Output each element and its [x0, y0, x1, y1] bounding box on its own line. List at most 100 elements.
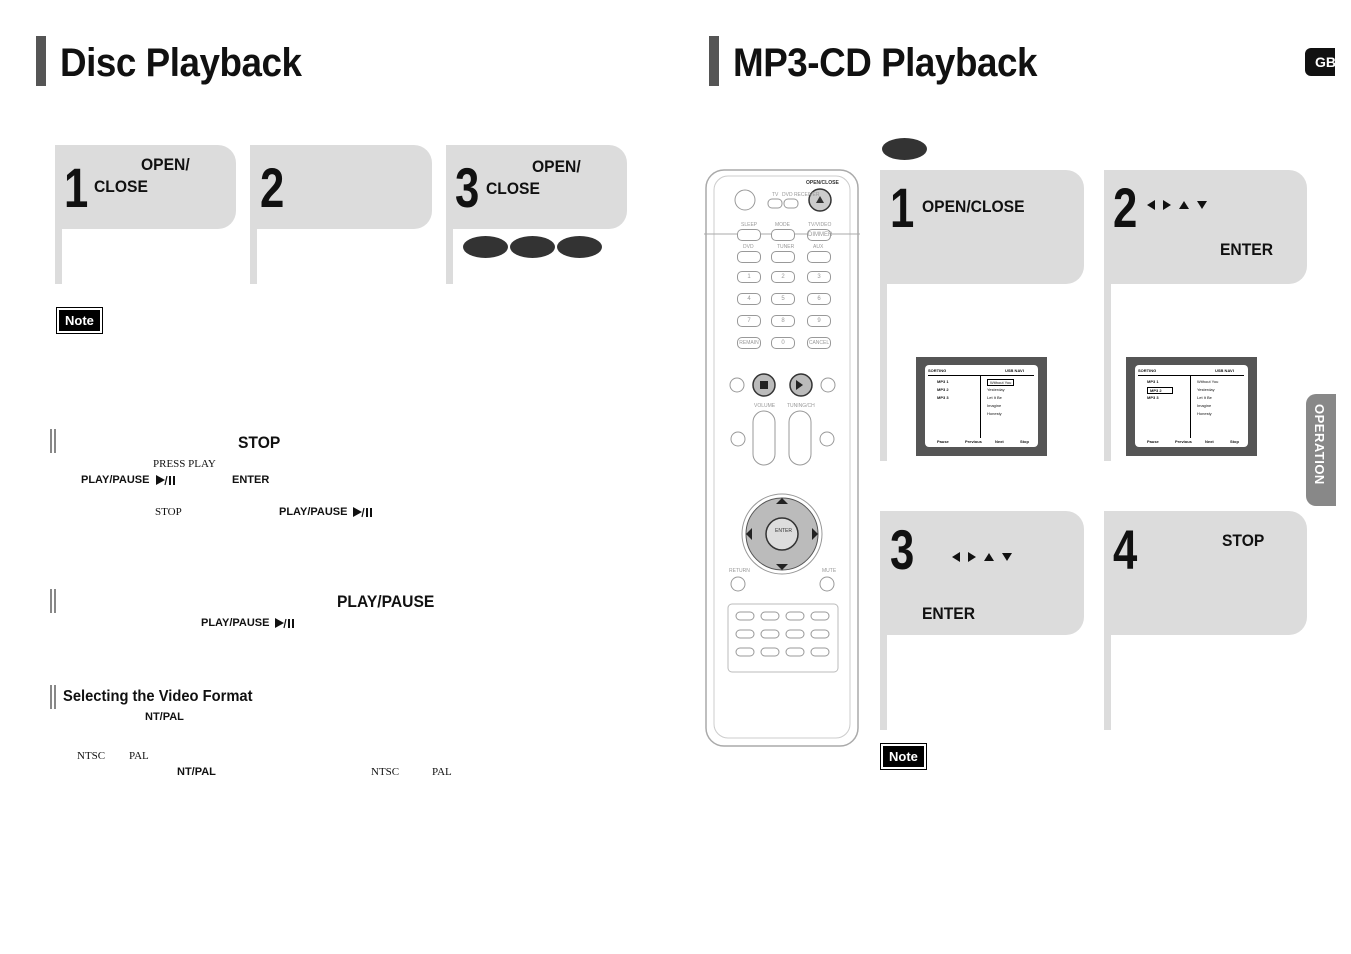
- play-pause-label: PLAY/PAUSE: [81, 474, 150, 486]
- step-3-open-label: OPEN/: [532, 157, 581, 176]
- mp3-step-2-arrows: [1147, 200, 1207, 210]
- mp3-screen-1: SORTING USB NAVI MP3 1 MP3 2 MP3 3 Witho…: [916, 357, 1047, 456]
- remote-function-button[interactable]: [810, 611, 830, 621]
- section-marker-pause: [50, 589, 56, 613]
- play-pause-heading: PLAY/PAUSE: [337, 592, 435, 611]
- mp3-step-1-open-close: OPEN/CLOSE: [922, 197, 1025, 216]
- remote-mute-label: MUTE: [822, 568, 837, 574]
- up-arrow-icon: [984, 553, 994, 561]
- mp3-screen-2: SORTING USB NAVI MP3 1 MP3 2 MP3 3 Witho…: [1126, 357, 1257, 456]
- disc-type-icon-3: [557, 236, 602, 258]
- stop-heading: STOP: [238, 433, 281, 452]
- remote-function-button[interactable]: [735, 611, 755, 621]
- pal-text: PAL: [129, 750, 149, 762]
- remote-function-button[interactable]: [735, 629, 755, 639]
- remote-sleep-button[interactable]: [737, 229, 761, 241]
- mp3-step-4-box: [1104, 511, 1307, 635]
- step-2-box: [250, 145, 432, 229]
- play-pause-icon: [353, 507, 372, 518]
- ntsc-text-2: NTSC: [371, 766, 400, 778]
- remote-dimmer-button[interactable]: DIMMER: [807, 229, 832, 241]
- remote-digit-4[interactable]: 4: [737, 293, 761, 305]
- remote-function-button[interactable]: [810, 647, 830, 657]
- remote-aux-button[interactable]: [807, 251, 831, 263]
- remote-digit-5[interactable]: 5: [771, 293, 795, 305]
- play-pause-icon: [156, 475, 175, 486]
- remote-control-illustration: [704, 169, 860, 747]
- remote-volume-label: VOLUME: [754, 403, 776, 409]
- remote-function-button[interactable]: [785, 611, 805, 621]
- remote-digit-6[interactable]: 6: [807, 293, 831, 305]
- language-tab: GB: [1305, 48, 1335, 76]
- remote-tuner-label: TUNER: [777, 244, 795, 250]
- up-arrow-icon: [1179, 201, 1189, 209]
- remote-tuner-button[interactable]: [771, 251, 795, 263]
- remote-cancel-button[interactable]: CANCEL: [807, 337, 831, 349]
- remote-remain-button[interactable]: REMAIN: [737, 337, 761, 349]
- mp3-disc-icon: [882, 138, 927, 160]
- video-format-heading: Selecting the Video Format: [63, 688, 253, 705]
- remote-function-button[interactable]: [810, 629, 830, 639]
- remote-function-button[interactable]: [785, 647, 805, 657]
- remote-sleep-label: SLEEP: [741, 222, 758, 228]
- remote-digit-1[interactable]: 1: [737, 271, 761, 283]
- remote-function-button[interactable]: [760, 611, 780, 621]
- section-marker-video-format: [50, 685, 56, 709]
- note-badge-left: Note: [56, 307, 103, 334]
- mp3-step-2-box: [1104, 170, 1307, 284]
- step-3-close-label: CLOSE: [486, 179, 540, 198]
- title-bar-left: [36, 36, 46, 86]
- mp3-step-2-stem: [1104, 284, 1111, 461]
- mp3-step-1-stem: [880, 284, 887, 461]
- remote-digit-8[interactable]: 8: [771, 315, 795, 327]
- step-2-number: 2: [260, 156, 285, 219]
- remote-mode-button[interactable]: [771, 229, 795, 241]
- remote-enter-label: ENTER: [775, 528, 792, 534]
- right-arrow-icon: [968, 552, 976, 562]
- disc-type-icon-1: [463, 236, 508, 258]
- pal-text-2: PAL: [432, 766, 452, 778]
- remote-open-close-label: OPEN/CLOSE: [806, 180, 839, 186]
- remote-dvd-button[interactable]: [737, 251, 761, 263]
- remote-tuning-label: TUNING/CH: [787, 403, 815, 409]
- mp3-step-3-enter: ENTER: [922, 604, 976, 623]
- title-bar-right: [709, 36, 719, 86]
- remote-function-button[interactable]: [760, 647, 780, 657]
- mp3-step-1-number: 1: [890, 176, 915, 239]
- right-arrow-icon: [1163, 200, 1171, 210]
- mp3-step-1-box: [880, 170, 1084, 284]
- remote-function-button[interactable]: [760, 629, 780, 639]
- remote-digit-9[interactable]: 9: [807, 315, 831, 327]
- section-marker-stop: [50, 429, 56, 453]
- step-1-close-label: CLOSE: [94, 177, 148, 196]
- mp3-step-4-number: 4: [1113, 518, 1138, 581]
- page-title-mp3-playback: MP3-CD Playback: [733, 41, 1037, 85]
- remote-aux-label: AUX: [813, 244, 824, 250]
- remote-tv-video-label: TV/VIDEO: [808, 222, 832, 228]
- mp3-step-3-stem: [880, 635, 887, 730]
- enter-label: ENTER: [232, 474, 270, 486]
- remote-function-button[interactable]: [735, 647, 755, 657]
- remote-digit-3[interactable]: 3: [807, 271, 831, 283]
- mp3-step-4-stem: [1104, 635, 1111, 730]
- mp3-step-3-number: 3: [890, 518, 915, 581]
- page-title-disc-playback: Disc Playback: [60, 41, 302, 85]
- step-3-stem: [446, 229, 453, 284]
- step-1-stem: [55, 229, 62, 284]
- step-1-box: [55, 145, 236, 229]
- remote-digit-2[interactable]: 2: [771, 271, 795, 283]
- left-arrow-icon: [952, 552, 960, 562]
- remote-dvd-receiver-label: DVD RECEIVER: [782, 192, 820, 198]
- remote-digit-7[interactable]: 7: [737, 315, 761, 327]
- remote-dvd-label: DVD: [743, 244, 754, 250]
- ntpal-label: NT/PAL: [145, 711, 184, 723]
- disc-type-icon-2: [510, 236, 555, 258]
- mp3-step-3-arrows: [952, 552, 1012, 562]
- play-pause-icon: [275, 618, 294, 629]
- remote-digit-0[interactable]: 0: [771, 337, 795, 349]
- mp3-step-4-stop: STOP: [1222, 531, 1265, 550]
- note-badge-right: Note: [880, 743, 927, 770]
- step-1-number: 1: [64, 156, 89, 219]
- remote-function-button[interactable]: [785, 629, 805, 639]
- ntsc-text: NTSC: [77, 750, 106, 762]
